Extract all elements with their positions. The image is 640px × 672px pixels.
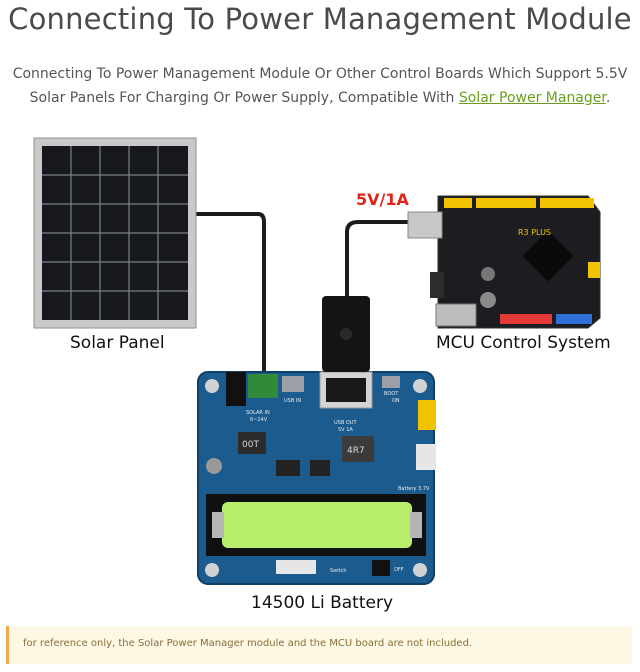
page-title: Connecting To Power Management Module xyxy=(8,2,632,36)
usb-out-rating-text: 5V 1A xyxy=(338,427,353,433)
notice-box: for reference only, the Solar Power Mana… xyxy=(6,626,632,664)
mcu-cable xyxy=(345,220,410,302)
battery-label: 14500 Li Battery xyxy=(251,593,394,613)
description-text: Connecting To Power Management Module Or… xyxy=(12,66,628,106)
boot-text: BOOT xyxy=(384,391,399,397)
cables xyxy=(194,212,410,377)
mcu-board-text: R3 PLUS xyxy=(518,228,551,237)
solar-power-manager-link[interactable]: Solar Power Manager xyxy=(458,90,606,106)
on-text: ON xyxy=(392,398,400,404)
usb-plug-illustration xyxy=(322,296,370,372)
switch-text: Switch xyxy=(330,568,347,574)
mcu-board-illustration: R3 PLUS xyxy=(407,195,601,329)
battery-text: Battery 3.7V xyxy=(398,486,430,492)
description-end: . xyxy=(605,90,611,106)
connection-diagram: R3 PLUS 00T 4R7 USB IN xyxy=(33,137,601,585)
off-text: OFF xyxy=(394,567,404,573)
chip-b-text: 4R7 xyxy=(347,446,365,456)
chip-a-text: 00T xyxy=(242,440,259,450)
usb-out-text: USB OUT xyxy=(334,420,357,426)
solar-cable xyxy=(194,212,266,377)
page-description: Connecting To Power Management Module Or… xyxy=(10,62,630,110)
solar-panel-label: Solar Panel xyxy=(70,333,165,353)
solar-range-text: 6~24V xyxy=(250,417,268,423)
solar-panel-illustration xyxy=(33,137,197,329)
notice-text: for reference only, the Solar Power Mana… xyxy=(23,638,473,649)
power-module-illustration: 00T 4R7 USB IN SOLAR IN 6~24V USB OUT 5V… xyxy=(197,371,436,585)
mcu-label: MCU Control System xyxy=(436,333,611,353)
solar-in-text: SOLAR IN xyxy=(246,410,270,416)
voltage-label: 5V/1A xyxy=(356,190,409,209)
usb-in-text: USB IN xyxy=(284,398,301,404)
